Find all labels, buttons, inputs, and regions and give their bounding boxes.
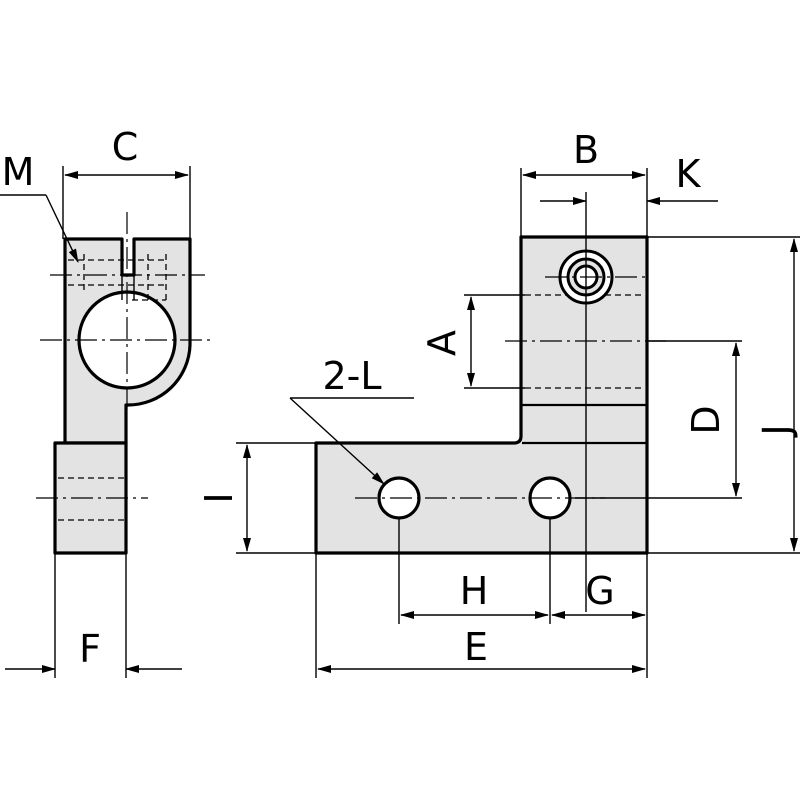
label-J: J bbox=[755, 424, 799, 437]
label-B: B bbox=[573, 128, 599, 172]
label-D: D bbox=[684, 405, 728, 434]
label-G: G bbox=[585, 569, 614, 613]
dimension-2L-leader bbox=[289, 397, 414, 485]
dimension-G bbox=[551, 553, 648, 678]
label-F: F bbox=[79, 627, 101, 671]
label-E: E bbox=[464, 625, 488, 669]
hidden-clamp-screw bbox=[68, 254, 167, 301]
label-A: A bbox=[420, 330, 464, 356]
label-C: C bbox=[112, 125, 139, 169]
label-2L: 2-L bbox=[322, 354, 381, 398]
dimension-B bbox=[520, 168, 648, 237]
dimension-M-leader bbox=[0, 194, 79, 263]
dimension-F bbox=[5, 553, 182, 678]
dimension-A bbox=[464, 294, 525, 389]
label-M: M bbox=[2, 150, 35, 194]
dimension-C bbox=[62, 166, 191, 239]
dimension-E bbox=[315, 553, 646, 678]
dimension-K bbox=[540, 192, 718, 612]
label-K: K bbox=[676, 152, 702, 196]
hidden-base-holes bbox=[58, 477, 124, 521]
dimension-H bbox=[398, 518, 551, 624]
label-I: I bbox=[197, 492, 241, 503]
side-view bbox=[36, 212, 210, 555]
dimension-J bbox=[647, 236, 800, 554]
dimension-I bbox=[236, 442, 316, 554]
dimension-D bbox=[575, 340, 742, 499]
bracket-body bbox=[314, 235, 649, 555]
label-H: H bbox=[460, 569, 489, 613]
